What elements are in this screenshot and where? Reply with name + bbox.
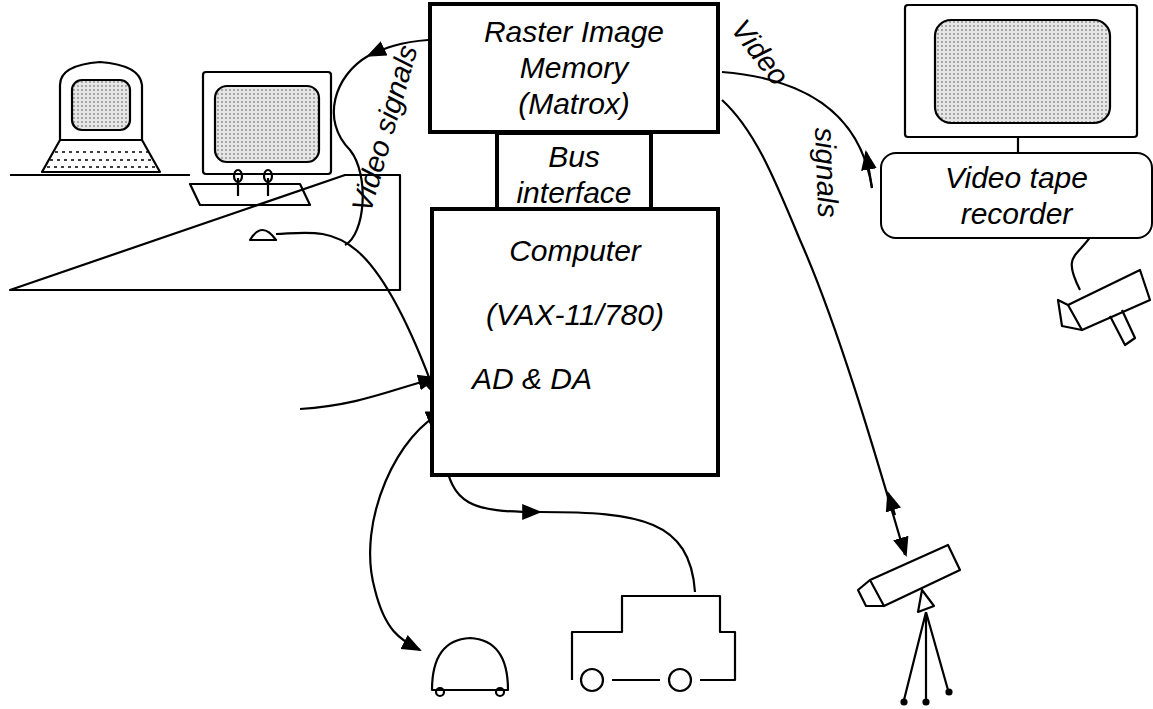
box-text: Video tape recorder	[892, 160, 1142, 232]
box-text: Bus interface	[504, 139, 644, 211]
signal-label: Video signals	[345, 41, 424, 215]
car	[572, 596, 735, 691]
video-out-right	[722, 72, 872, 188]
mouse	[250, 230, 276, 240]
camera-signal	[722, 100, 905, 555]
memory-box: Raster Image Memory (Matrox)	[428, 2, 720, 134]
box-text: Raster Image Memory (Matrox)	[467, 14, 682, 122]
desk	[10, 175, 400, 290]
camera-signal-head	[888, 493, 895, 515]
recorder-box: Video tape recorder	[880, 152, 1153, 239]
robot	[432, 638, 508, 696]
interface-box: Bus interface	[495, 131, 653, 219]
camcorder	[1058, 270, 1150, 345]
vtr-monitor-arrow	[866, 152, 872, 188]
box-text: (VAX-11/780)	[434, 297, 716, 333]
box-text: AD & DA	[472, 361, 592, 397]
tv-camera	[858, 545, 960, 705]
joystick-wire	[300, 378, 436, 409]
computer-box: Computer (VAX-11/780) AD & DA	[430, 207, 720, 477]
box-text: Computer	[434, 233, 716, 269]
terminal	[42, 62, 160, 172]
mouse-wire	[276, 233, 436, 396]
signal-label: Video	[724, 13, 795, 91]
car-wire	[540, 512, 695, 592]
signal-label: signals	[808, 126, 844, 217]
graphics-monitor	[190, 72, 331, 240]
mouse-wire-hidden	[276, 235, 436, 396]
video-monitor	[905, 5, 1137, 152]
